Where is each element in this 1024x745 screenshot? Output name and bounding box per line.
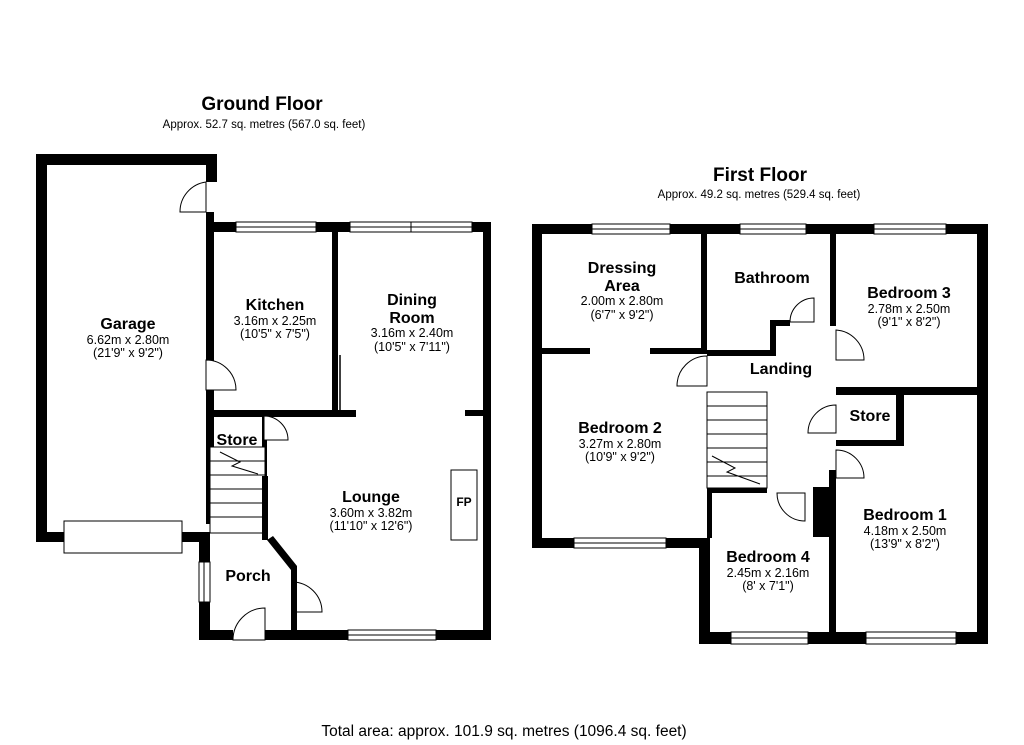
room-name: Bedroom 1: [863, 507, 947, 524]
room-metric: 3.16m x 2.40m: [370, 326, 454, 341]
bedroom-4-label: Bedroom 4 2.45m x 2.16m (8' x 7'1"): [726, 549, 810, 594]
room-imperial: (10'5" x 7'5"): [240, 327, 310, 342]
dining-room-label: Dining Room 3.16m x 2.40m (10'5" x 7'11"…: [371, 292, 454, 355]
bathroom-label: Bathroom: [734, 270, 810, 287]
room-metric: 3.60m x 3.82m: [329, 505, 413, 520]
first-floor-walls: [532, 224, 988, 644]
room-name: Garage: [100, 316, 156, 333]
bedroom-1-label: Bedroom 1 4.18m x 2.50m (13'9" x 8'2"): [863, 507, 947, 552]
room-name: Bedroom 3: [867, 285, 951, 302]
room-metric: 3.16m x 2.25m: [233, 313, 317, 328]
first-store-label: Store: [849, 408, 891, 425]
porch-label: Porch: [225, 568, 271, 585]
garage-label: Garage 6.62m x 2.80m (21'9" x 9'2"): [87, 316, 170, 361]
room-imperial: (6'7" x 9'2"): [590, 307, 654, 322]
bedroom-3-label: Bedroom 3 2.78m x 2.50m (9'1" x 8'2"): [867, 285, 951, 330]
room-name: Bedroom 2: [578, 420, 662, 437]
kitchen-label: Kitchen 3.16m x 2.25m (10'5" x 7'5"): [234, 297, 317, 342]
first-floor-title: First Floor: [713, 165, 807, 186]
room-metric: 2.45m x 2.16m: [726, 565, 810, 580]
room-name: Dressing: [587, 260, 657, 277]
room-name-2: Area: [604, 277, 640, 295]
room-imperial: (9'1" x 8'2"): [877, 315, 941, 330]
room-metric: 6.62m x 2.80m: [86, 332, 170, 347]
lounge-label: Lounge 3.60m x 3.82m (11'10" x 12'6"): [330, 489, 413, 534]
room-name: Kitchen: [245, 297, 305, 314]
room-metric: 2.00m x 2.80m: [580, 294, 664, 309]
room-imperial: (10'5" x 7'11"): [374, 339, 450, 354]
room-metric: 4.18m x 2.50m: [863, 523, 947, 538]
room-name: Dining: [387, 292, 437, 309]
room-imperial: (21'9" x 9'2"): [93, 346, 163, 361]
room-imperial: (10'9" x 9'2"): [585, 450, 655, 465]
bedroom-2-label: Bedroom 2 3.27m x 2.80m (10'9" x 9'2"): [578, 420, 662, 465]
room-name: Lounge: [342, 489, 400, 506]
ground-store-label: Store: [216, 432, 258, 449]
room-imperial: (13'9" x 8'2"): [870, 537, 940, 552]
first-floor-details: [573, 223, 957, 645]
dressing-area-label: Dressing Area 2.00m x 2.80m (6'7" x 9'2"…: [581, 260, 664, 323]
first-floor-area: Approx. 49.2 sq. metres (529.4 sq. feet): [657, 189, 861, 201]
ground-floor-area: Approx. 52.7 sq. metres (567.0 sq. feet): [162, 119, 366, 131]
fireplace-label: FP: [456, 495, 472, 509]
room-metric: 3.27m x 2.80m: [578, 436, 662, 451]
landing-label: Landing: [749, 361, 813, 378]
room-imperial: (11'10" x 12'6"): [329, 519, 413, 534]
room-name: Bedroom 4: [726, 549, 810, 566]
ground-floor-title: Ground Floor: [201, 94, 323, 115]
room-name-2: Room: [389, 309, 435, 327]
room-imperial: (8' x 7'1"): [742, 579, 794, 594]
total-area: Total area: approx. 101.9 sq. metres (10…: [321, 723, 687, 740]
room-metric: 2.78m x 2.50m: [867, 301, 951, 316]
